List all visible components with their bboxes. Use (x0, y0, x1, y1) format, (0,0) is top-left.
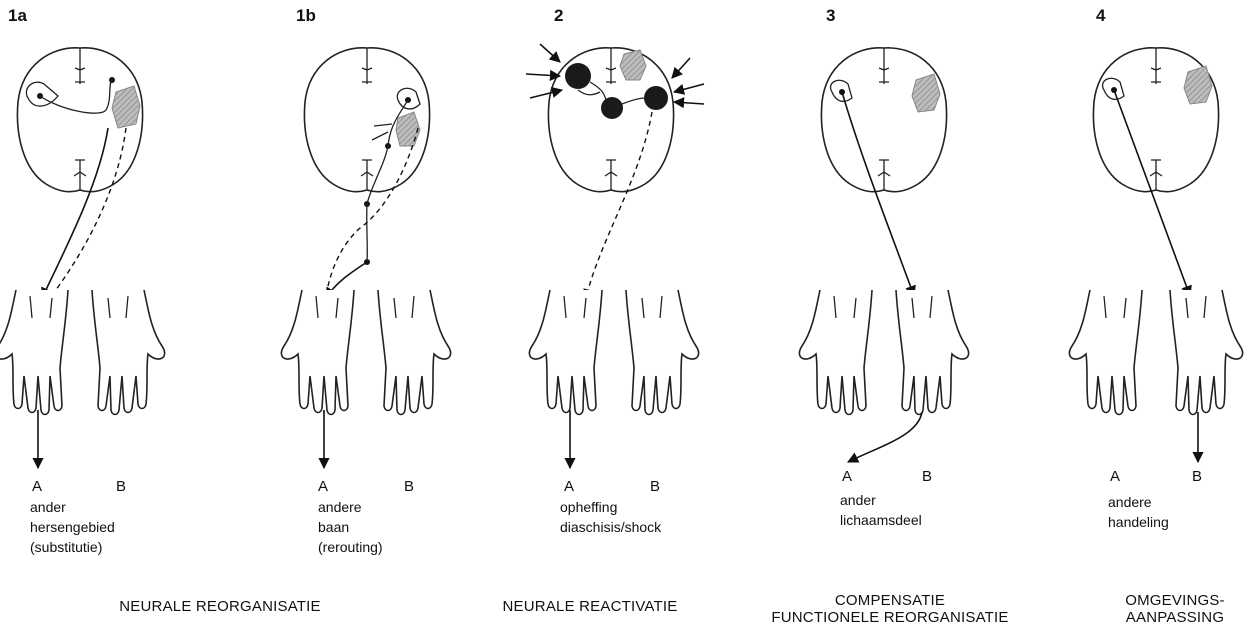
hand-icon (378, 290, 451, 415)
description-1b: andere baan (rerouting) (318, 497, 383, 557)
caption-line: OMGEVINGS- (1100, 592, 1250, 609)
description-2: opheffing diaschisis/shock (560, 497, 661, 537)
description-1a: ander hersengebied (substitutie) (30, 497, 115, 557)
description-line: (substitutie) (30, 537, 115, 557)
label-a: A (1110, 468, 1120, 485)
lesion-icon (1184, 66, 1212, 104)
label-b: B (1192, 468, 1202, 485)
hand-icon (0, 290, 68, 415)
panel-label-3: 3 (826, 6, 835, 26)
panel-1a-artwork (0, 48, 165, 468)
lesion-icon (112, 86, 140, 128)
hand-icon (1069, 290, 1142, 415)
description-line: ander (840, 490, 922, 510)
brain-top-view-icon (821, 48, 946, 192)
lesion-icon (620, 50, 646, 80)
label-a: A (564, 478, 574, 495)
label-b: B (922, 468, 932, 485)
hand-icon (1170, 290, 1243, 415)
panel-4-artwork (1069, 48, 1242, 462)
label-b: B (650, 478, 660, 495)
description-line: diaschisis/shock (560, 517, 661, 537)
description-line: (rerouting) (318, 537, 383, 557)
panel-label-1b: 1b (296, 6, 316, 26)
description-line: andere (1108, 492, 1169, 512)
caption-line: NEURALE REORGANISATIE (70, 598, 370, 615)
label-a: A (32, 478, 42, 495)
panel-label-2: 2 (554, 6, 563, 26)
label-a: A (842, 468, 852, 485)
description-line: ander (30, 497, 115, 517)
lesion-icon (912, 74, 940, 112)
panel-2-artwork (526, 44, 704, 468)
caption-line: NEURALE REACTIVATIE (460, 598, 720, 615)
caption-line: FUNCTIONELE REORGANISATIE (730, 609, 1050, 626)
description-line: baan (318, 517, 383, 537)
description-line: hersengebied (30, 517, 115, 537)
caption-neurale-reorganisatie: NEURALE REORGANISATIE (70, 598, 370, 615)
description-line: andere (318, 497, 383, 517)
hand-icon (799, 290, 872, 415)
caption-compensatie: COMPENSATIE FUNCTIONELE REORGANISATIE (730, 592, 1050, 626)
description-3: ander lichaamsdeel (840, 490, 922, 530)
panel-label-4: 4 (1096, 6, 1105, 26)
caption-line: AANPASSING (1100, 609, 1250, 626)
panel-label-1a: 1a (8, 6, 27, 26)
hand-icon (626, 290, 699, 415)
description-line: lichaamsdeel (840, 510, 922, 530)
caption-line: COMPENSATIE (730, 592, 1050, 609)
hand-icon (896, 290, 969, 415)
description-4: andere handeling (1108, 492, 1169, 532)
label-b: B (116, 478, 126, 495)
description-line: handeling (1108, 512, 1169, 532)
label-b: B (404, 478, 414, 495)
panel-3-artwork (799, 48, 968, 462)
hand-icon (281, 290, 354, 415)
caption-omgevingsaanpassing: OMGEVINGS- AANPASSING (1100, 592, 1250, 626)
caption-neurale-reactivatie: NEURALE REACTIVATIE (460, 598, 720, 615)
hand-icon (529, 290, 602, 415)
panel-1b-artwork (281, 48, 450, 468)
label-a: A (318, 478, 328, 495)
description-line: opheffing (560, 497, 661, 517)
hand-icon (92, 290, 165, 415)
